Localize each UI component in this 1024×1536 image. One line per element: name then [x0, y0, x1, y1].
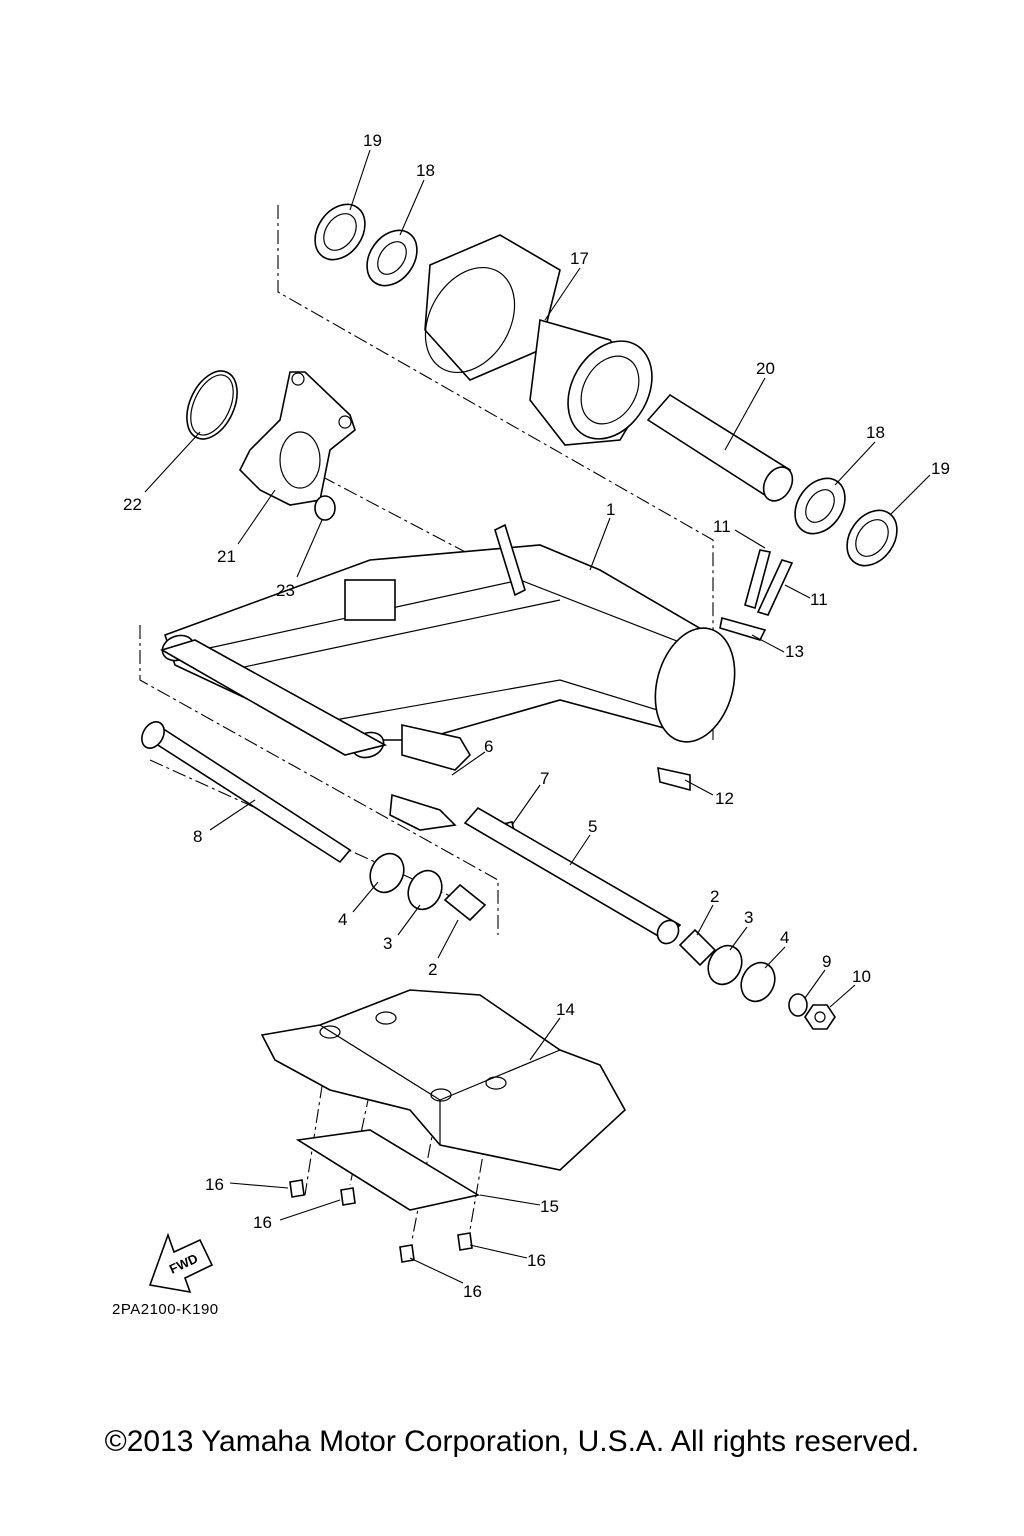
callout-7: 7 [540, 769, 549, 788]
callout-17: 17 [570, 249, 589, 268]
callout-6: 6 [484, 737, 493, 756]
bolt-16-c [457, 1232, 473, 1251]
callout-4-right: 4 [780, 928, 789, 947]
callout-2-left: 2 [428, 960, 437, 979]
callout-11-upper: 11 [713, 517, 731, 536]
bearing-housing [424, 234, 653, 446]
callout-14: 14 [556, 1000, 575, 1019]
oil-seal-upper [314, 203, 366, 261]
callout-3-left: 3 [383, 934, 392, 953]
collar-left [369, 852, 405, 894]
collar-right [740, 961, 776, 1003]
bolt-pair [744, 549, 794, 616]
callout-23: 23 [276, 581, 295, 600]
lower-plate [657, 766, 691, 792]
bolt-16-b [340, 1187, 356, 1206]
callout-9: 9 [822, 952, 831, 971]
callout-13: 13 [785, 642, 804, 661]
oil-seal-right [846, 509, 898, 567]
callout-10: 10 [852, 967, 871, 986]
callout-16-b: 16 [253, 1213, 272, 1232]
bearing-upper [366, 229, 418, 287]
callout-8: 8 [193, 827, 202, 846]
callout-18-upper: 18 [416, 161, 435, 180]
circlip [186, 370, 238, 440]
pivot-shaft [463, 806, 682, 945]
callout-20: 20 [756, 359, 775, 378]
copyright-notice: ©2013 Yamaha Motor Corporation, U.S.A. A… [104, 1425, 920, 1458]
callout-3-right: 3 [744, 908, 753, 927]
callout-21: 21 [217, 547, 236, 566]
chain-guide [389, 724, 472, 831]
plate [719, 616, 767, 641]
needle-bearing-right [678, 928, 717, 967]
callout-22: 22 [123, 495, 142, 514]
collar [646, 393, 794, 502]
callout-12: 12 [715, 789, 734, 808]
callout-5: 5 [588, 817, 597, 836]
assembly-line-pivot [139, 625, 499, 935]
seal-left [407, 869, 443, 911]
callout-2-right: 2 [710, 887, 719, 906]
drawing-code: 2PA2100-K190 [112, 1301, 219, 1318]
callout-15: 15 [540, 1197, 559, 1216]
bolt-16-a [289, 1179, 305, 1198]
callout-16-c: 16 [527, 1251, 546, 1270]
callouts: 19 18 17 20 18 19 22 21 23 1 11 11 13 6 … [123, 131, 950, 1301]
bearing-right [794, 477, 846, 535]
callout-11-lower: 11 [810, 590, 828, 609]
callout-16-d: 16 [463, 1282, 482, 1301]
callout-16-a: 16 [205, 1175, 224, 1194]
bush [314, 495, 336, 521]
washer [788, 993, 808, 1017]
callout-4-left: 4 [338, 910, 347, 929]
callout-1: 1 [606, 500, 615, 519]
assembly-line-bracket [299, 464, 491, 566]
plate-15 [295, 1129, 481, 1211]
callout-18-right: 18 [866, 423, 885, 442]
brake-bracket [239, 371, 356, 506]
leader-lines [144, 149, 931, 1284]
nut [804, 1004, 836, 1030]
skid-plate [260, 989, 627, 1171]
seal-right [707, 944, 743, 986]
swingarm [159, 523, 736, 759]
fwd-arrow-icon: FWD [148, 1232, 214, 1294]
pivot-bolt [141, 721, 352, 864]
callout-19-upper: 19 [363, 131, 382, 150]
needle-bearing-left [443, 883, 487, 922]
callout-19-right: 19 [931, 459, 950, 478]
